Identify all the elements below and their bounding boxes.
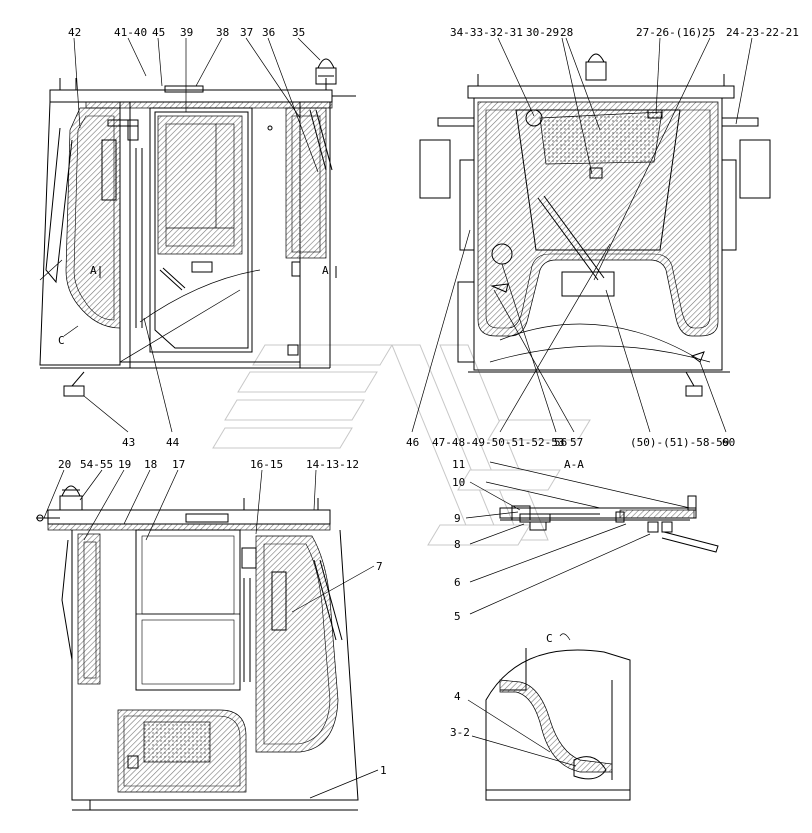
callout-label: 18 [144,458,157,471]
callout-label: 30-29 [526,26,559,39]
callout-label: 20 [58,458,71,471]
callout-label: 35 [292,26,305,39]
callout-label: 34-33-32-31 [450,26,523,39]
callout-label: 36 [262,26,275,39]
front-view-right [419,53,771,397]
leaders-top-left [73,37,471,433]
callout-label: 41-40 [114,26,147,39]
detail-c [467,633,631,801]
callout-label: 43 [122,436,135,449]
callout-label: 54-55 [80,458,113,471]
callout-label: 16-15 [250,458,283,471]
callout-label: 60 [722,436,735,449]
callout-label: 47-48-49-50-51-52-53 [432,436,564,449]
side-view-left: A A C [39,58,356,397]
section-marker-a-left: A [90,264,97,277]
callout-label: (50)-(51)-58-59 [630,436,729,449]
callout-label: C [546,632,553,645]
callout-label: 9 [454,512,461,525]
callout-label: 25 [702,26,715,39]
callout-label: 1 [380,764,387,777]
leaders-top-right [493,37,753,433]
callout-label: 8 [454,538,461,551]
callout-label: 3-2 [450,726,470,739]
callout-label: 6 [454,576,461,589]
side-view-bottom [36,485,359,811]
callout-label: 10 [452,476,465,489]
callout-label: 39 [180,26,193,39]
callout-label: 44 [166,436,180,449]
section-marker-a-right: A [322,264,329,277]
callout-label: 45 [152,26,165,39]
detail-marker-c: C [58,334,65,347]
callout-label: 4 [454,690,461,703]
callout-label: 11 [452,458,465,471]
callout-label: 56 [554,436,567,449]
callout-label: 24-23-22-21 [726,26,799,39]
callout-labels: 42 41-40 45 39 38 37 36 35 43 44 46 34-3… [58,26,799,777]
callout-label: 14-13-12 [306,458,359,471]
callout-label: 7 [376,560,383,573]
callout-label: 46 [406,436,419,449]
callout-label: 17 [172,458,185,471]
leaders-bottom-left [43,469,379,799]
callout-label: 57 [570,436,583,449]
callout-label: A-A [564,458,584,471]
callout-label: 42 [68,26,81,39]
watermark-logo [212,344,591,546]
callout-label: 38 [216,26,229,39]
callout-label: 27-26-(16) [636,26,702,39]
callout-label: 5 [454,610,461,623]
callout-label: 19 [118,458,131,471]
callout-label: 37 [240,26,253,39]
callout-label: 28 [560,26,573,39]
section-a-a [465,461,719,615]
